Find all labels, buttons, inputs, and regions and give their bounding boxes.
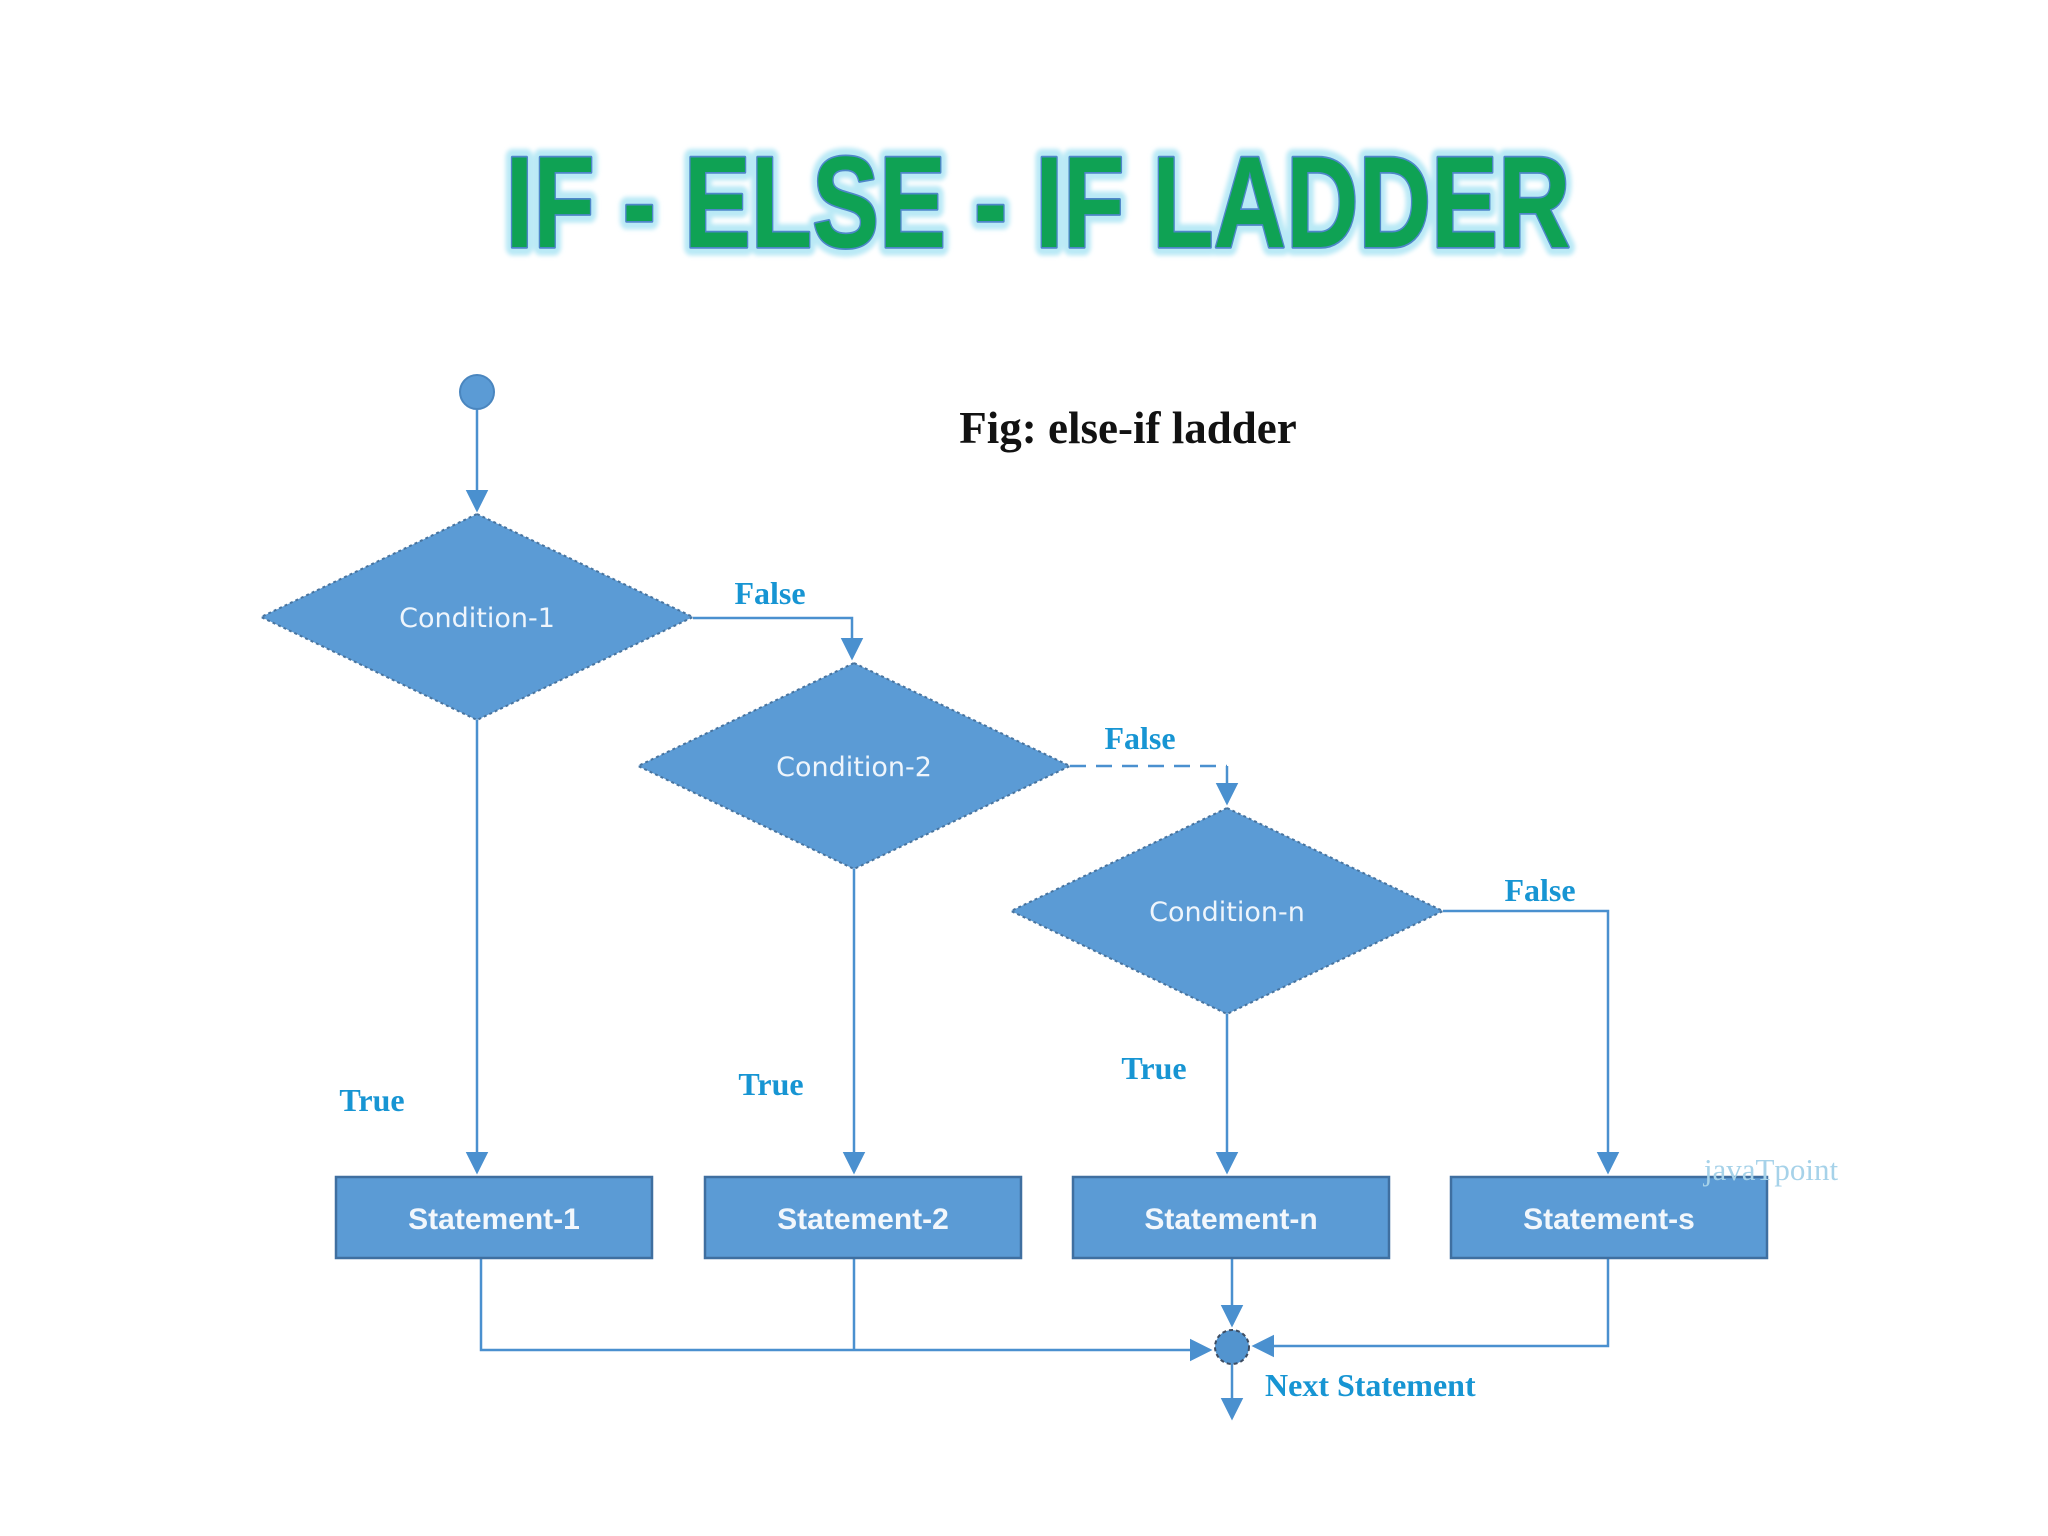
statement-1-label: Statement-1 [408,1203,580,1236]
connector-statement-1-to-merge [479,1259,1213,1362]
statement-1-box [334,1175,654,1260]
false-label-1: False [734,575,805,611]
false-label-2: False [1104,720,1175,756]
statement-n-box [1071,1175,1391,1260]
condition-n-node: Condition-n [1008,806,1446,1016]
next-statement-label: Next Statement [1265,1367,1476,1403]
figure-caption: Fig: else-if ladder [959,403,1296,453]
merge-node [1214,1329,1250,1365]
start-node [459,374,495,410]
statement-n-node: Statement-n [1071,1175,1391,1260]
statement-1-node: Statement-1 [334,1175,654,1260]
condition-1-label: Condition-1 [399,603,555,634]
connector-statement-s-to-merge [1251,1257,1610,1358]
true-label-2: True [738,1066,803,1102]
statement-n-label: Statement-n [1144,1203,1317,1236]
page-title-group: IF - ELSE - IF LADDER IF - ELSE - IF LAD… [497,121,1579,284]
condition-n-diamond [1008,806,1446,1016]
watermark-text: javaTpoint [1703,1152,1839,1187]
condition-n-label: Condition-n [1149,897,1305,928]
statement-2-node: Statement-2 [703,1175,1023,1260]
statement-s-box [1449,1175,1769,1260]
connector-false-condition-n-to-statement-s [1443,909,1620,1175]
false-label-3: False [1504,872,1575,908]
page-title: IF - ELSE - IF LADDER [506,129,1571,275]
true-label-1: True [339,1082,404,1118]
condition-1-diamond [258,512,696,722]
statement-s-node: Statement-s [1449,1175,1769,1260]
connector-false-condition-1-to-condition-2 [693,616,864,661]
title-glow-text: IF - ELSE - IF LADDER [506,129,1571,275]
true-label-3: True [1121,1050,1186,1086]
condition-1-node: Condition-1 [258,512,696,722]
condition-2-diamond [635,661,1073,871]
statement-s-label: Statement-s [1523,1203,1695,1236]
statement-2-label: Statement-2 [777,1203,949,1236]
connectors [465,410,1620,1421]
statement-2-box [703,1175,1023,1260]
condition-2-node: Condition-2 [635,661,1073,871]
condition-2-label: Condition-2 [776,752,932,783]
branch-labels: False False False True True True Next St… [339,575,1575,1403]
